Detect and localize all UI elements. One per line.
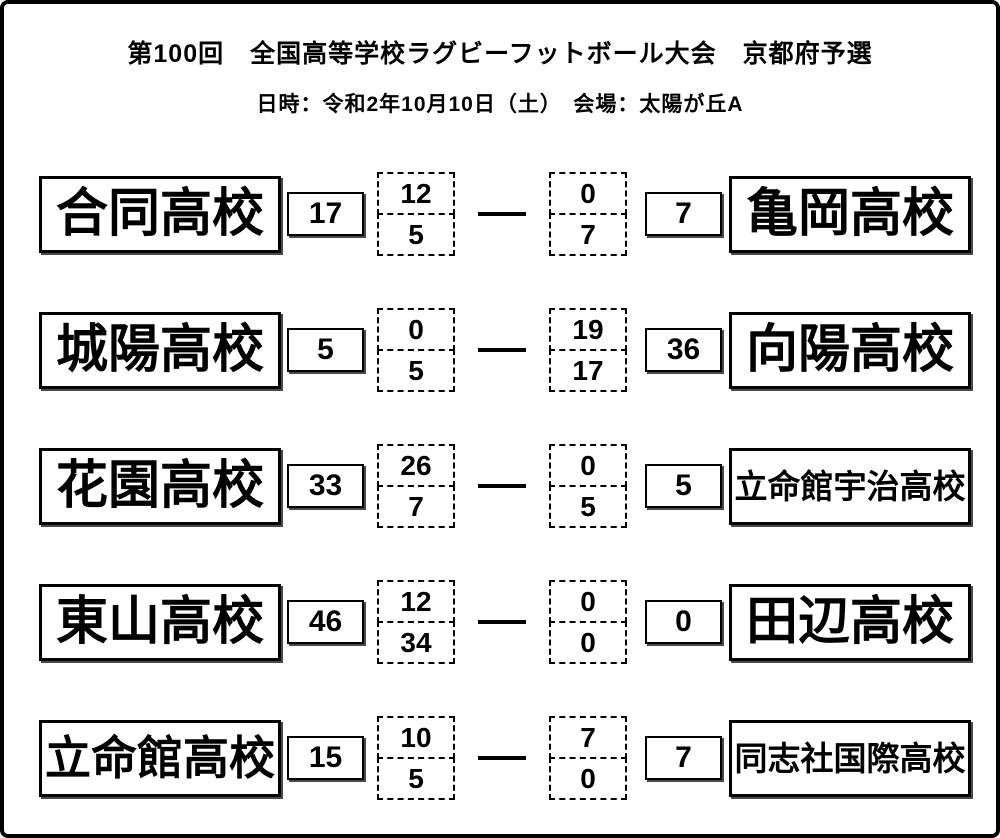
right-first-half-score: 0 (549, 444, 627, 487)
left-team-name: 立命館高校 (45, 732, 275, 784)
left-half-scores: 10 5 (377, 716, 455, 800)
date-venue-line: 日時：令和2年10月10日（土） 会場：太陽が丘A (256, 93, 744, 116)
right-team-name: 亀岡高校 (745, 185, 954, 243)
right-half-scores: 0 0 (549, 580, 627, 664)
right-total-score: 7 (645, 192, 722, 236)
left-team-box: 花園高校 (39, 447, 281, 525)
right-team-name: 田辺高校 (745, 593, 954, 651)
right-first-half-score: 0 (549, 580, 627, 623)
right-second-half-score: 0 (549, 621, 627, 664)
left-team-box: 合同高校 (39, 175, 281, 253)
match-list: 合同高校 17 12 5 0 7 7 亀岡高校 城陽高校 5 0 5 (39, 172, 971, 800)
right-team-box: 立命館宇治高校 (729, 447, 971, 525)
versus-gap (455, 348, 549, 352)
right-second-half-score: 5 (549, 485, 627, 528)
right-team-box: 亀岡高校 (729, 175, 971, 253)
right-first-half-score: 19 (549, 308, 627, 351)
versus-dash (478, 756, 526, 760)
left-first-half-score: 0 (377, 308, 455, 351)
left-team-name: 合同高校 (55, 185, 264, 243)
versus-gap (455, 620, 549, 624)
right-first-half-score: 0 (549, 172, 627, 215)
left-team-box: 立命館高校 (39, 719, 281, 797)
left-half-scores: 12 5 (377, 172, 455, 256)
right-first-half-score: 7 (549, 716, 627, 759)
left-total-score: 15 (287, 736, 364, 780)
match-row: 城陽高校 5 0 5 19 17 36 向陽高校 (39, 308, 971, 392)
left-first-half-score: 12 (377, 172, 455, 215)
left-first-half-score: 26 (377, 444, 455, 487)
right-half-scores: 0 7 (549, 172, 627, 256)
left-second-half-score: 7 (377, 485, 455, 528)
versus-gap (455, 484, 549, 488)
left-second-half-score: 5 (377, 757, 455, 800)
right-half-scores: 7 0 (549, 716, 627, 800)
match-row: 花園高校 33 26 7 0 5 5 立命館宇治高校 (39, 444, 971, 528)
right-team-box: 同志社国際高校 (729, 719, 971, 797)
tournament-title: 第100回 全国高等学校ラグビーフットボール大会 京都府予選 (127, 40, 873, 68)
right-team-box: 向陽高校 (729, 311, 971, 389)
left-half-scores: 0 5 (377, 308, 455, 392)
left-first-half-score: 10 (377, 716, 455, 759)
versus-dash (478, 348, 526, 352)
left-second-half-score: 34 (377, 621, 455, 664)
right-total-score: 0 (645, 600, 722, 644)
left-total-score: 5 (287, 328, 364, 372)
left-first-half-score: 12 (377, 580, 455, 623)
match-row: 東山高校 46 12 34 0 0 0 田辺高校 (39, 580, 971, 664)
left-team-box: 東山高校 (39, 583, 281, 661)
right-second-half-score: 7 (549, 213, 627, 256)
versus-dash (478, 620, 526, 624)
left-half-scores: 26 7 (377, 444, 455, 528)
right-half-scores: 0 5 (549, 444, 627, 528)
right-total-score: 36 (645, 328, 722, 372)
versus-gap (455, 212, 549, 216)
left-team-name: 東山高校 (55, 593, 264, 651)
left-total-score: 17 (287, 192, 364, 236)
right-team-name: 立命館宇治高校 (734, 467, 966, 505)
right-half-scores: 19 17 (549, 308, 627, 392)
left-second-half-score: 5 (377, 213, 455, 256)
match-row: 立命館高校 15 10 5 7 0 7 同志社国際高校 (39, 716, 971, 800)
left-half-scores: 12 34 (377, 580, 455, 664)
right-team-name: 向陽高校 (745, 321, 954, 379)
left-team-box: 城陽高校 (39, 311, 281, 389)
left-second-half-score: 5 (377, 349, 455, 392)
versus-gap (455, 756, 549, 760)
left-team-name: 花園高校 (55, 457, 264, 515)
left-team-name: 城陽高校 (55, 321, 264, 379)
right-total-score: 5 (645, 464, 722, 508)
header: 第100回 全国高等学校ラグビーフットボール大会 京都府予選 日時：令和2年10… (4, 4, 996, 118)
right-second-half-score: 17 (549, 349, 627, 392)
right-second-half-score: 0 (549, 757, 627, 800)
versus-dash (478, 212, 526, 216)
versus-dash (478, 484, 526, 488)
right-team-box: 田辺高校 (729, 583, 971, 661)
left-total-score: 46 (287, 600, 364, 644)
match-row: 合同高校 17 12 5 0 7 7 亀岡高校 (39, 172, 971, 256)
left-total-score: 33 (287, 464, 364, 508)
right-team-name: 同志社国際高校 (734, 739, 966, 777)
right-total-score: 7 (645, 736, 722, 780)
